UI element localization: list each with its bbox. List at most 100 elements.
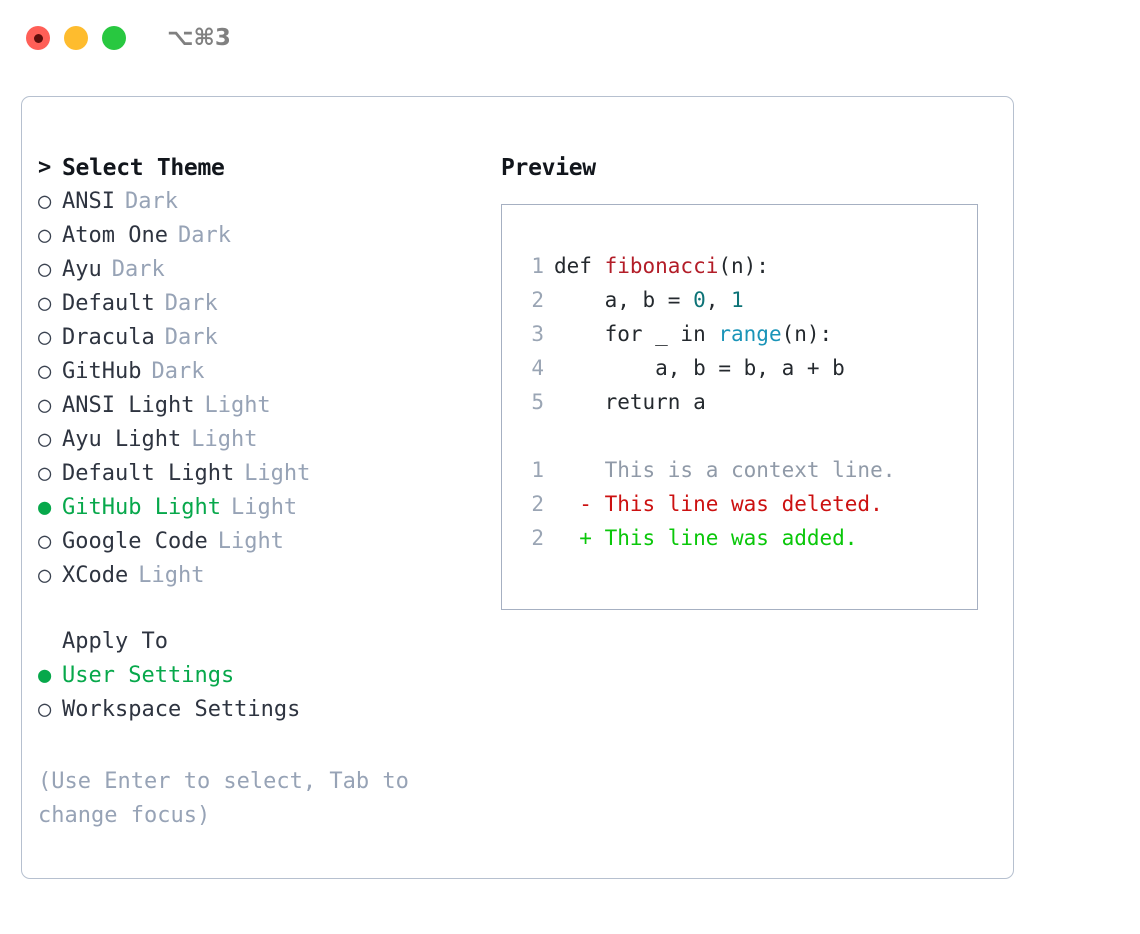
code-token: 0	[693, 288, 706, 312]
radio-unselected-icon: ○	[38, 189, 52, 214]
keyboard-shortcut-label: ⌥⌘3	[167, 25, 231, 51]
code-token: def	[554, 254, 605, 278]
section-spacer	[38, 593, 488, 625]
apply-to-option[interactable]: ○ Workspace Settings	[38, 693, 488, 727]
code-token: a, b = b, a + b	[554, 356, 845, 380]
theme-list-item[interactable]: ○ ANSI Dark	[38, 185, 488, 219]
line-number: 2	[531, 492, 544, 516]
diff-line: 1 This is a context line.	[522, 453, 977, 487]
code-token: 1	[731, 288, 744, 312]
radio-unselected-icon: ○	[38, 257, 52, 282]
code-line: 1 def fibonacci(n):	[522, 249, 977, 283]
maximize-button[interactable]	[102, 26, 126, 50]
theme-list-item[interactable]: ○ ANSI Light Light	[38, 389, 488, 423]
line-number: 1	[531, 254, 544, 278]
theme-list-item[interactable]: ○ Default Dark	[38, 287, 488, 321]
theme-name-label: Ayu	[62, 257, 102, 282]
code-line: 4 a, b = b, a + b	[522, 351, 977, 385]
theme-name-label: GitHub Light	[62, 495, 221, 520]
line-number: 1	[531, 458, 544, 482]
theme-list-item[interactable]: ○ Dracula Dark	[38, 321, 488, 355]
preview-heading: Preview	[501, 155, 596, 181]
code-diff-separator	[522, 419, 977, 453]
diff-line: 2 + This line was added.	[522, 521, 977, 555]
diff-line-content: This is a context line.	[554, 458, 896, 482]
line-number: 4	[531, 356, 544, 380]
line-number: 5	[531, 390, 544, 414]
radio-selected-icon: ●	[38, 663, 52, 688]
theme-kind-badge: Light	[191, 427, 258, 452]
prompt-caret-icon: >	[38, 155, 51, 180]
radio-selected-icon: ●	[38, 495, 52, 520]
code-token: ,	[705, 288, 732, 312]
radio-unselected-icon: ○	[38, 325, 52, 350]
radio-unselected-icon: ○	[38, 393, 52, 418]
code-token: (n):	[718, 254, 769, 278]
title-bar: ⌥⌘3	[0, 0, 1140, 76]
code-token: fibonacci	[604, 254, 719, 278]
diff-sample: 1 This is a context line. 2 - This line w…	[522, 453, 977, 555]
apply-to-list: ● User Settings ○ Workspace Settings	[38, 659, 488, 727]
theme-name-label: Default	[62, 291, 155, 316]
theme-kind-badge: Dark	[164, 291, 218, 316]
radio-unselected-icon: ○	[38, 359, 52, 384]
theme-name-label: GitHub	[62, 359, 142, 384]
line-number: 3	[531, 322, 544, 346]
theme-kind-badge: Dark	[177, 223, 231, 248]
radio-unselected-icon: ○	[38, 291, 52, 316]
minimize-button[interactable]	[64, 26, 88, 50]
radio-unselected-icon: ○	[38, 461, 52, 486]
theme-kind-badge: Light	[230, 495, 298, 520]
theme-kind-badge: Light	[244, 461, 311, 486]
theme-kind-badge: Dark	[124, 189, 178, 214]
code-token: range	[718, 322, 782, 346]
theme-name-label: ANSI	[62, 189, 115, 214]
theme-name-label: Google Code	[62, 529, 208, 554]
theme-list-item[interactable]: ○ GitHub Dark	[38, 355, 488, 389]
theme-name-label: Ayu Light	[62, 427, 182, 452]
radio-unselected-icon: ○	[38, 427, 52, 452]
page-title: Select Theme	[62, 155, 225, 181]
window-controls	[26, 26, 126, 50]
radio-unselected-icon: ○	[38, 529, 52, 554]
theme-name-label: Default Light	[62, 461, 235, 486]
theme-kind-badge: Light	[204, 393, 271, 418]
theme-name-label: Dracula	[62, 325, 155, 350]
apply-to-option[interactable]: ● User Settings	[38, 659, 488, 693]
apply-to-heading: Apply To	[38, 625, 488, 659]
theme-name-label: ANSI Light	[62, 393, 195, 418]
hint-spacer	[38, 727, 488, 761]
theme-list-item[interactable]: ● GitHub Light Light	[38, 491, 488, 525]
code-line: 2 a, b = 0, 1	[522, 283, 977, 317]
keyboard-hint-text: (Use Enter to select, Tab to change focu…	[38, 769, 409, 828]
apply-to-option-label: Workspace Settings	[62, 697, 301, 722]
code-token: (n):	[781, 322, 833, 346]
line-number: 2	[531, 526, 544, 550]
close-button[interactable]	[26, 26, 50, 50]
theme-list-item[interactable]: ○ Default Light Light	[38, 457, 488, 491]
theme-name-label: Atom One	[62, 223, 168, 248]
radio-unselected-icon: ○	[38, 697, 52, 722]
code-token: a, b =	[554, 288, 694, 312]
code-line: 5 return a	[522, 385, 977, 419]
radio-unselected-icon: ○	[38, 223, 52, 248]
theme-list-item[interactable]: ○ Atom One Dark	[38, 219, 488, 253]
line-number: 2	[531, 288, 544, 312]
apply-to-label: Apply To	[62, 629, 168, 654]
theme-list-item[interactable]: ○ Ayu Light Light	[38, 423, 488, 457]
code-token: return a	[554, 390, 706, 414]
apply-to-option-label: User Settings	[62, 663, 235, 688]
theme-name-label: XCode	[62, 563, 129, 588]
theme-kind-badge: Dark	[164, 325, 218, 350]
diff-line-content: - This line was deleted.	[554, 492, 883, 516]
theme-kind-badge: Dark	[151, 359, 205, 384]
theme-kind-badge: Light	[138, 563, 205, 588]
